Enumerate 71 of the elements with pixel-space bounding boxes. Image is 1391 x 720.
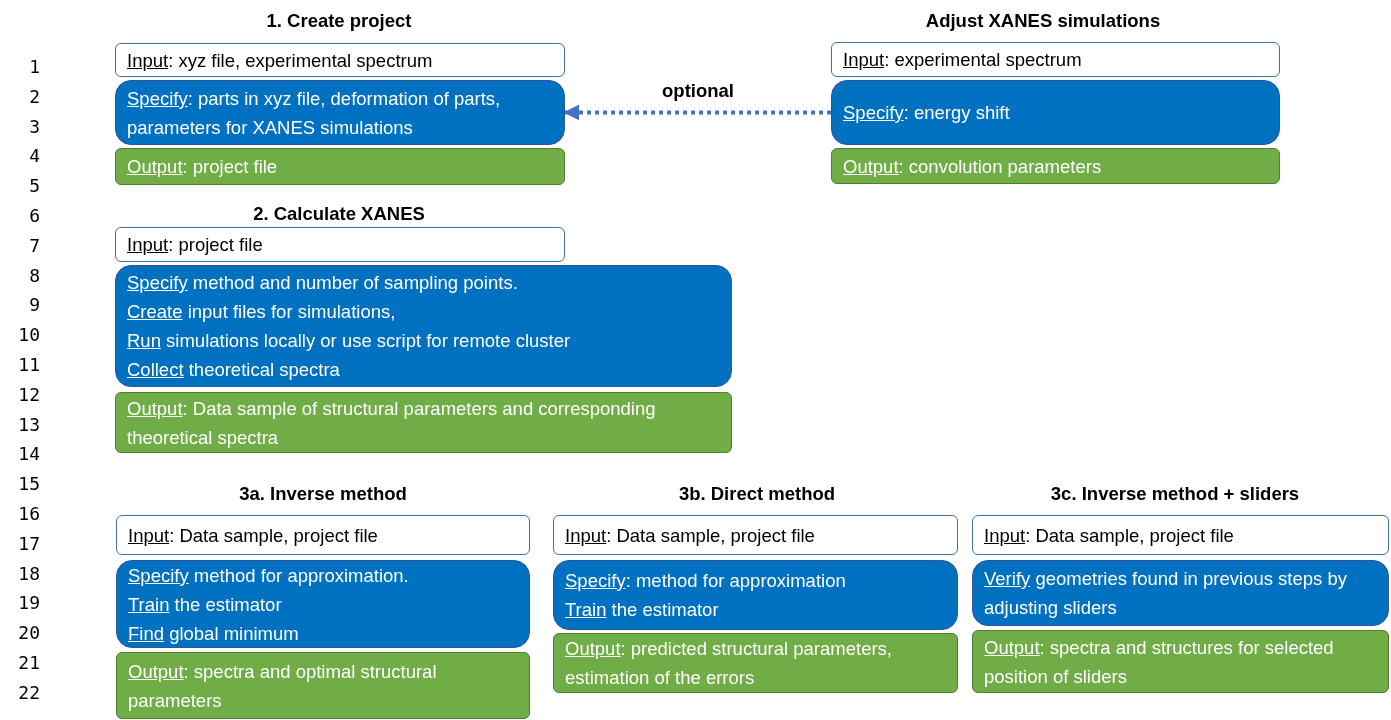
box-text: Input: experimental spectrum	[843, 48, 1083, 72]
box-text: Input: project file	[127, 233, 264, 257]
specify-box	[116, 560, 530, 648]
line-number: 5	[28, 175, 40, 197]
section-title: 2. Calculate XANES	[253, 203, 425, 225]
box-text: Specify method and number of sampling points.	[127, 271, 519, 295]
line-number: 9	[28, 294, 40, 316]
box-text: Train the estimator	[128, 592, 283, 617]
box-text: Output: predicted structural parameters, estimation of the errors	[565, 637, 893, 690]
box-text: Train the estimator	[565, 598, 720, 622]
box-text: Input: xyz file, experimental spectrum	[127, 48, 434, 73]
box-text: Input: Data sample, project file	[565, 523, 816, 548]
line-number: 3	[28, 115, 40, 137]
section-title: Adjust XANES simulations	[925, 10, 1161, 32]
section-title: 3c. Inverse method + sliders	[1050, 483, 1300, 505]
box-text: Specify: energy shift	[843, 101, 1011, 125]
specify-box	[115, 265, 732, 387]
line-number: 12	[17, 383, 40, 405]
line-number: 11	[17, 354, 40, 375]
specify-box	[972, 560, 1389, 626]
line-number: 15	[17, 473, 40, 495]
box-text: Specify: method for approximation	[565, 569, 847, 593]
output-box	[116, 652, 530, 719]
line-number: 18	[17, 562, 40, 584]
specify-box	[553, 560, 958, 630]
line-number: 16	[17, 503, 40, 524]
line-number: 19	[17, 592, 40, 614]
box-text: Output: project file	[127, 155, 279, 179]
box-text: Output: Data sample of structural parameters and corresponding theoretical spectra	[127, 396, 657, 450]
line-number: 22	[17, 681, 40, 703]
line-number: 6	[28, 205, 40, 226]
output-box	[115, 148, 565, 185]
box-text: Input: Data sample, project file	[128, 523, 379, 548]
box-text: Create input files for simulations,	[127, 300, 397, 324]
output-box	[115, 392, 732, 453]
output-box	[972, 630, 1389, 693]
line-number: 8	[28, 264, 40, 286]
box-text: Output: spectra and structures for selected position of sliders	[984, 635, 1335, 689]
specify-box	[115, 80, 565, 145]
box-text: Collect theoretical spectra	[127, 358, 341, 382]
line-number: 10	[17, 324, 40, 346]
box-text: Run simulations locally or use script for remote cluster	[127, 329, 572, 353]
input-box	[831, 42, 1280, 77]
box-text: Input: Data sample, project file	[984, 523, 1235, 548]
line-number: 4	[28, 145, 40, 167]
line-number: 17	[17, 532, 40, 554]
box-text: Specify: parts in xyz file, deformation of parts, parameters for XANES simulations	[127, 86, 502, 140]
line-number: 20	[17, 622, 40, 644]
output-box	[553, 633, 958, 693]
box-text: Output: spectra and optimal structural parameters	[128, 659, 438, 713]
box-text: Specify method for approximation.	[128, 563, 410, 588]
input-box	[972, 515, 1389, 555]
input-box	[115, 43, 565, 77]
section-title: 1. Create project	[266, 10, 412, 32]
line-number: 2	[28, 85, 40, 107]
box-text: Output: convolution parameters	[843, 154, 1103, 179]
input-box	[116, 515, 530, 555]
line-number: 14	[17, 443, 40, 465]
line-number: 7	[28, 234, 40, 256]
line-number: 21	[17, 652, 40, 673]
box-text: Verify geometries found in previous steps by adjusting sliders	[984, 567, 1348, 620]
output-box	[831, 148, 1280, 184]
specify-box	[831, 80, 1280, 145]
input-box	[115, 227, 565, 262]
box-text: Find global minimum	[128, 621, 300, 646]
line-number: 13	[17, 413, 40, 435]
section-title: 3b. Direct method	[678, 483, 836, 505]
input-box	[553, 515, 958, 555]
line-number: 1	[28, 56, 40, 77]
section-title: 3a. Inverse method	[239, 483, 407, 505]
dotted-arrow	[563, 104, 831, 121]
